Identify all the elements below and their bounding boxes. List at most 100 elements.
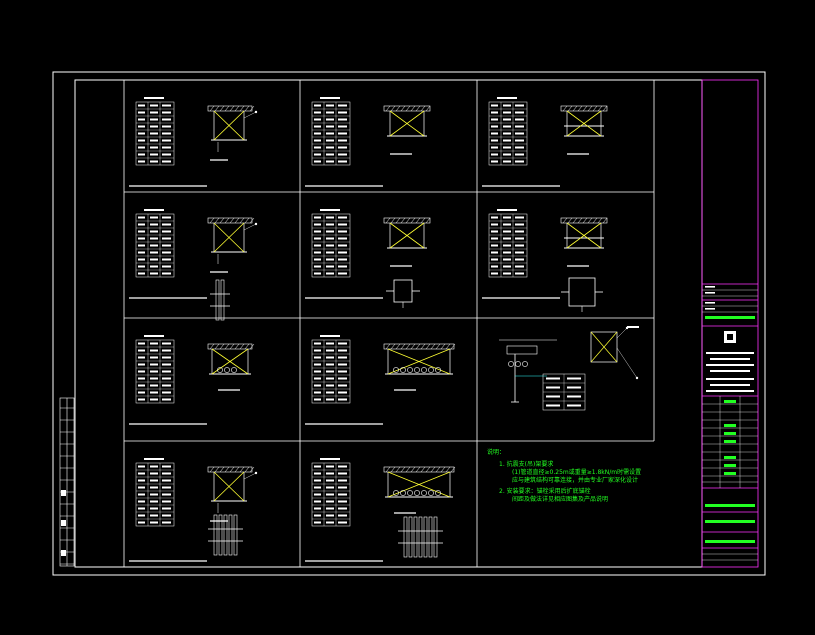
spec-text-stub: [150, 216, 158, 219]
spec-text-stub: [162, 125, 171, 128]
title-block-field: [724, 456, 736, 459]
spec-text-stub: [314, 139, 321, 142]
title-block-highlight: [705, 316, 755, 319]
spec-text-stub: [162, 342, 171, 345]
slab-hatch: [410, 466, 416, 473]
spec-text-stub: [150, 342, 158, 345]
slab-hatch: [597, 217, 603, 224]
title-block-highlight: [705, 504, 755, 507]
spec-text-stub: [150, 391, 158, 394]
slab-hatch: [385, 105, 391, 112]
ceiling-slab: [383, 466, 455, 473]
section-table-stub: [546, 404, 560, 407]
spec-table: [311, 462, 351, 527]
seismic-brace: [213, 222, 245, 253]
detail-panel-grid: [123, 80, 655, 567]
spec-text-stub: [314, 486, 321, 489]
cable-bundle: [400, 490, 406, 496]
slab-hatch: [415, 105, 421, 112]
slab-hatch: [567, 105, 573, 112]
slab-hatch: [224, 217, 230, 224]
slab-hatch: [562, 217, 568, 224]
slab-hatch: [219, 105, 225, 112]
seismic-brace: [213, 110, 245, 141]
slab-hatch: [405, 466, 411, 473]
spec-text-stub: [503, 216, 511, 219]
spec-text-stub: [138, 237, 145, 240]
title-block-field: [724, 440, 736, 443]
spec-text-stub: [150, 272, 158, 275]
spec-text-stub: [503, 146, 511, 149]
spec-text-stub: [314, 521, 321, 524]
section-table-stub: [567, 404, 581, 407]
spec-text-stub: [162, 363, 171, 366]
spec-text-stub: [338, 486, 347, 489]
spec-text-stub: [150, 514, 158, 517]
spec-text-stub: [162, 398, 171, 401]
spec-text-stub: [338, 384, 347, 387]
spec-text-stub: [338, 244, 347, 247]
cable-bundle: [231, 367, 237, 373]
spec-text-stub: [138, 216, 145, 219]
spec-text-stub: [150, 486, 158, 489]
spec-text-stub: [138, 500, 145, 503]
spec-text-stub: [314, 230, 321, 233]
spec-text-stub: [338, 377, 347, 380]
revision-mark: [61, 490, 66, 496]
slab-hatch: [214, 466, 220, 473]
slab-hatch: [244, 105, 250, 112]
spec-text-stub: [326, 391, 334, 394]
spec-text-stub: [491, 125, 498, 128]
spec-text-stub: [138, 514, 145, 517]
spec-text-stub: [162, 507, 171, 510]
spec-text-stub: [314, 244, 321, 247]
spec-text-stub: [150, 479, 158, 482]
ceiling-slab: [383, 217, 431, 224]
spec-text-stub: [326, 265, 334, 268]
spec-text-stub: [326, 377, 334, 380]
spec-text-stub: [515, 272, 524, 275]
spec-text-stub: [326, 342, 334, 345]
spec-text-stub: [491, 118, 498, 121]
spec-text-stub: [515, 223, 524, 226]
slab-hatch: [420, 343, 426, 350]
title-block-text-stub: [705, 286, 715, 288]
spec-text-stub: [326, 363, 334, 366]
slab-hatch: [249, 217, 255, 224]
leader-line: [243, 111, 257, 119]
spec-text-stub: [326, 125, 334, 128]
spec-table-title: [497, 209, 517, 211]
spec-text-stub: [138, 370, 145, 373]
spec-text-stub: [138, 125, 145, 128]
slab-hatch: [395, 466, 401, 473]
spec-text-stub: [138, 153, 145, 156]
cable-bundle: [414, 490, 420, 496]
spec-text-stub: [150, 384, 158, 387]
slab-hatch: [385, 343, 391, 350]
spec-text-stub: [314, 125, 321, 128]
spec-text-stub: [314, 160, 321, 163]
slab-hatch: [425, 105, 431, 112]
slab-hatch: [587, 217, 593, 224]
spec-text-stub: [326, 356, 334, 359]
spec-text-stub: [491, 139, 498, 142]
spec-text-stub: [326, 146, 334, 149]
spec-text-stub: [162, 139, 171, 142]
spec-text-stub: [314, 507, 321, 510]
section-table-stub: [546, 377, 560, 380]
spec-text-stub: [326, 398, 334, 401]
slab-hatch: [602, 105, 608, 112]
slab-hatch: [567, 217, 573, 224]
spec-text-stub: [515, 125, 524, 128]
slab-hatch: [410, 343, 416, 350]
spec-text-stub: [338, 230, 347, 233]
leader-line: [243, 223, 257, 231]
detail-panel-p7: [129, 335, 255, 425]
seismic-brace: [211, 348, 249, 375]
spec-text-stub: [314, 465, 321, 468]
spec-text-stub: [338, 258, 347, 261]
section-table-stub: [546, 395, 560, 398]
title-block-field: [724, 464, 736, 467]
spec-text-stub: [503, 118, 511, 121]
spec-text-stub: [138, 104, 145, 107]
